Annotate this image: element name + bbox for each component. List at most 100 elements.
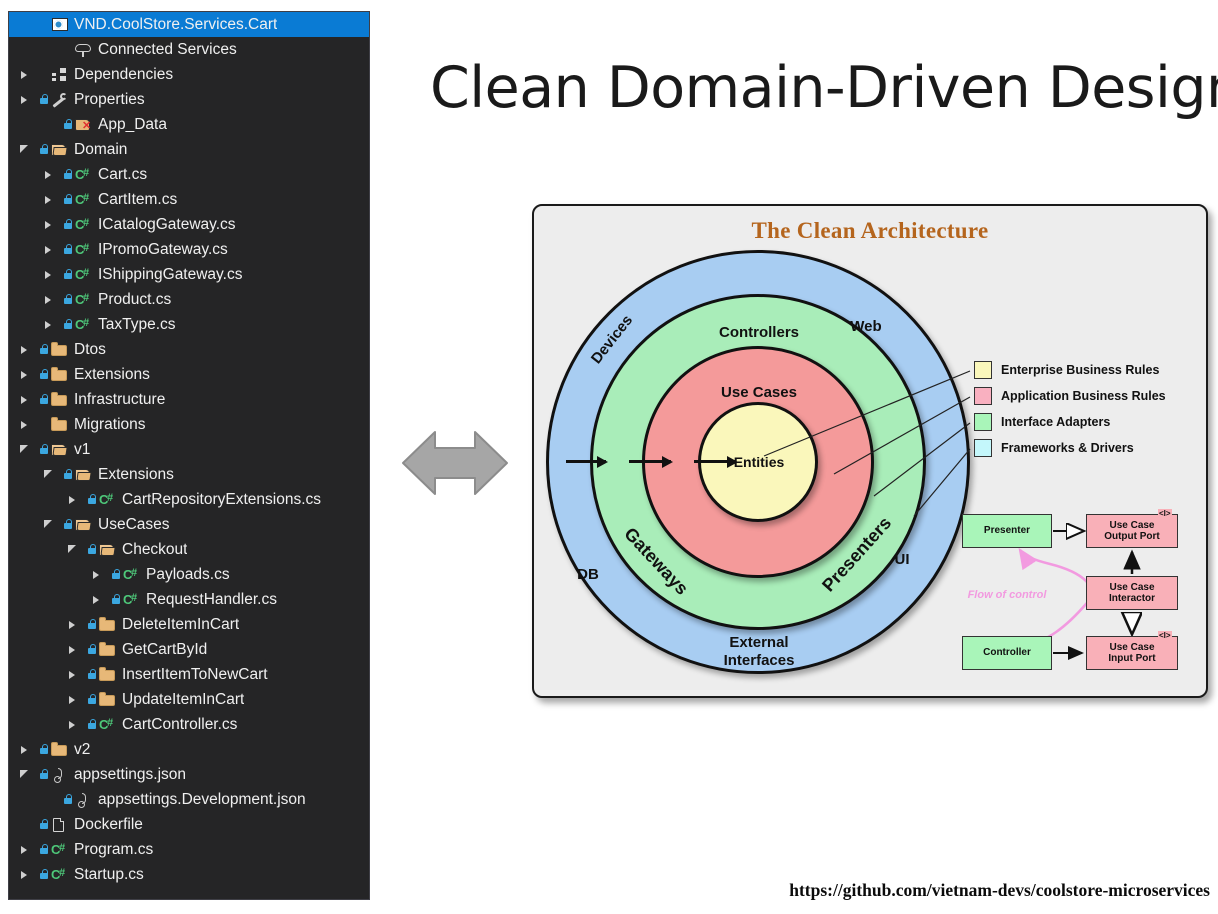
tree-item-appsettings-json[interactable]: appsettings.json <box>9 762 369 787</box>
chevron-right-icon[interactable] <box>89 593 103 607</box>
chevron-right-icon[interactable] <box>17 418 31 432</box>
tree-item-program-cs[interactable]: Program.cs <box>9 837 369 862</box>
legend-label: Interface Adapters <box>1001 414 1111 429</box>
chevron-right-icon[interactable] <box>17 68 31 82</box>
tree-item-requesthandler-cs[interactable]: RequestHandler.cs <box>9 587 369 612</box>
tree-item-label: Extensions <box>74 365 150 383</box>
chevron-right-icon[interactable] <box>17 93 31 107</box>
chevron-right-icon[interactable] <box>17 343 31 357</box>
chevron-right-icon[interactable] <box>17 743 31 757</box>
tree-item-usecases[interactable]: UseCases <box>9 512 369 537</box>
tree-item-icataloggateway-cs[interactable]: ICatalogGateway.cs <box>9 212 369 237</box>
folder-open-icon <box>50 142 69 158</box>
tree-item-deleteitemincart[interactable]: DeleteItemInCart <box>9 612 369 637</box>
folder-icon <box>50 417 69 433</box>
tree-item-getcartbyid[interactable]: GetCartById <box>9 637 369 662</box>
tree-item-app-data[interactable]: App_Data <box>9 112 369 137</box>
legend-swatch-pink <box>974 386 992 405</box>
chevron-right-icon[interactable] <box>41 218 55 232</box>
chevron-right-icon[interactable] <box>65 718 79 732</box>
tree-item-checkout[interactable]: Checkout <box>9 537 369 562</box>
tree-item-updateitemincart[interactable]: UpdateItemInCart <box>9 687 369 712</box>
chevron-right-icon[interactable] <box>17 843 31 857</box>
tree-item-label: Product.cs <box>98 290 172 308</box>
tree-item-dockerfile[interactable]: Dockerfile <box>9 812 369 837</box>
lock-icon <box>39 819 49 831</box>
chevron-right-icon[interactable] <box>17 393 31 407</box>
tree-item-cartrepositoryextensions-cs[interactable]: CartRepositoryExtensions.cs <box>9 487 369 512</box>
tree-item-vnd-coolstore-services-cart[interactable]: VND.CoolStore.Services.Cart <box>9 12 369 37</box>
tree-item-ishippinggateway-cs[interactable]: IShippingGateway.cs <box>9 262 369 287</box>
chevron-right-icon[interactable] <box>65 618 79 632</box>
tree-item-appsettings-development-json[interactable]: appsettings.Development.json <box>9 787 369 812</box>
lock-icon <box>87 544 97 556</box>
tree-item-product-cs[interactable]: Product.cs <box>9 287 369 312</box>
chevron-right-icon[interactable] <box>65 643 79 657</box>
chevron-right-icon[interactable] <box>89 568 103 582</box>
uml-box-presenter: Presenter <box>962 514 1052 548</box>
chevron-right-icon[interactable] <box>65 668 79 682</box>
folder-open-icon <box>50 442 69 458</box>
page-title: Clean Domain-Driven Design <box>430 55 1218 121</box>
chevron-right-icon[interactable] <box>65 493 79 507</box>
lock-icon <box>63 169 73 181</box>
lock-icon <box>39 369 49 381</box>
chevron-down-icon[interactable] <box>17 768 31 782</box>
uml-input-line1: Use Case <box>1109 641 1155 653</box>
chevron-down-icon[interactable] <box>41 468 55 482</box>
tree-item-dependencies[interactable]: Dependencies <box>9 62 369 87</box>
tree-item-extensions[interactable]: Extensions <box>9 462 369 487</box>
lock-icon <box>63 794 73 806</box>
chevron-right-icon[interactable] <box>41 318 55 332</box>
tree-item-taxtype-cs[interactable]: TaxType.cs <box>9 312 369 337</box>
tree-item-extensions[interactable]: Extensions <box>9 362 369 387</box>
chevron-down-icon[interactable] <box>41 518 55 532</box>
tree-item-label: v1 <box>74 440 91 458</box>
tree-item-cart-cs[interactable]: Cart.cs <box>9 162 369 187</box>
csharp-icon <box>50 865 69 883</box>
tree-item-infrastructure[interactable]: Infrastructure <box>9 387 369 412</box>
footer-url[interactable]: https://github.com/vietnam-devs/coolstor… <box>789 880 1210 900</box>
lock-icon <box>39 394 49 406</box>
expander-spacer <box>41 118 55 132</box>
csharp-icon <box>74 190 93 208</box>
tree-item-connected-services[interactable]: Connected Services <box>9 37 369 62</box>
lock-icon <box>63 269 73 281</box>
tree-item-dtos[interactable]: Dtos <box>9 337 369 362</box>
tree-item-cartcontroller-cs[interactable]: CartController.cs <box>9 712 369 737</box>
legend-swatch-yellow <box>974 360 992 379</box>
lock-icon <box>39 144 49 156</box>
csharp-icon <box>74 290 93 308</box>
chevron-down-icon[interactable] <box>17 143 31 157</box>
tree-item-insertitemtonewcart[interactable]: InsertItemToNewCart <box>9 662 369 687</box>
tree-item-startup-cs[interactable]: Startup.cs <box>9 862 369 887</box>
chevron-right-icon[interactable] <box>17 368 31 382</box>
tree-item-ipromogateway-cs[interactable]: IPromoGateway.cs <box>9 237 369 262</box>
lock-icon <box>63 119 73 131</box>
tree-item-migrations[interactable]: Migrations <box>9 412 369 437</box>
tree-item-label: IShippingGateway.cs <box>98 265 243 283</box>
tree-item-v2[interactable]: v2 <box>9 737 369 762</box>
external-line-1: External <box>729 634 789 651</box>
tree-item-properties[interactable]: Properties <box>9 87 369 112</box>
chevron-right-icon[interactable] <box>41 193 55 207</box>
csharp-icon <box>122 565 141 583</box>
chevron-right-icon[interactable] <box>41 243 55 257</box>
tree-item-v1[interactable]: v1 <box>9 437 369 462</box>
tree-item-cartitem-cs[interactable]: CartItem.cs <box>9 187 369 212</box>
chevron-right-icon[interactable] <box>41 168 55 182</box>
lock-icon <box>63 294 73 306</box>
lock-icon <box>39 94 49 106</box>
tree-item-domain[interactable]: Domain <box>9 137 369 162</box>
chevron-down-icon[interactable] <box>17 443 31 457</box>
tree-item-payloads-cs[interactable]: Payloads.cs <box>9 562 369 587</box>
chevron-right-icon[interactable] <box>41 268 55 282</box>
csharp-icon <box>74 265 93 283</box>
chevron-right-icon[interactable] <box>65 693 79 707</box>
chevron-right-icon[interactable] <box>41 293 55 307</box>
tree-item-label: UseCases <box>98 515 170 533</box>
dependencies-icon <box>50 67 69 83</box>
chevron-down-icon[interactable] <box>65 543 79 557</box>
lock-icon <box>111 594 121 606</box>
